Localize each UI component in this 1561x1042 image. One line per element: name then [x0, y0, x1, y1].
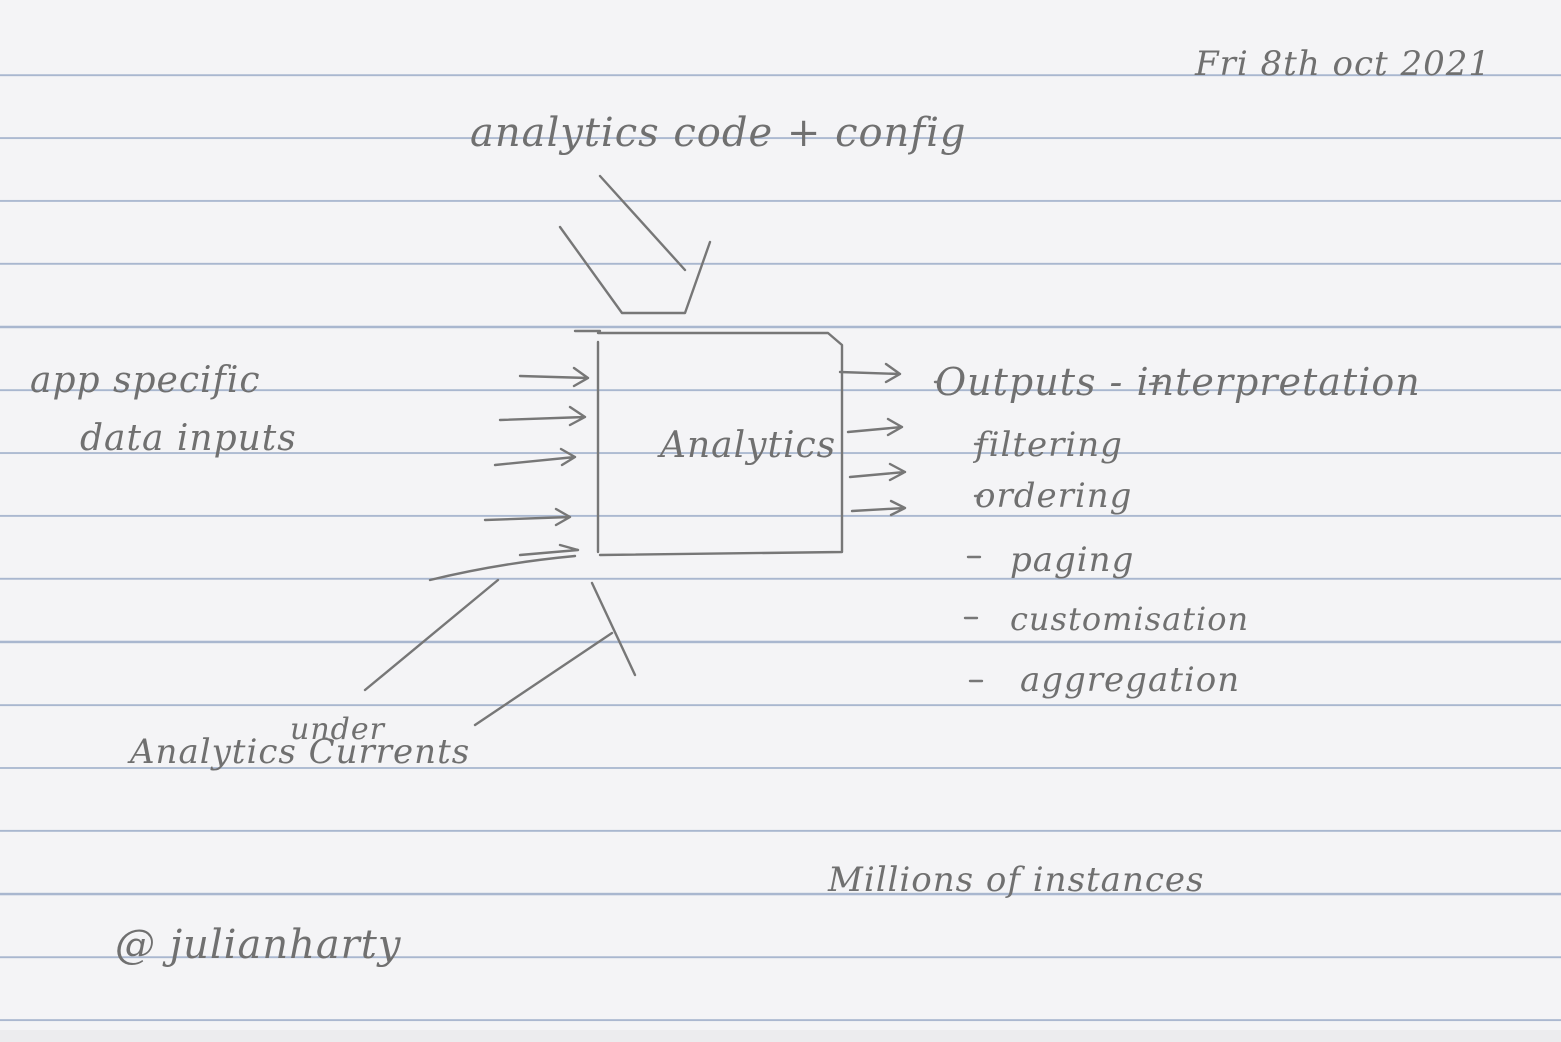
- left-input-label-line1: app specific: [30, 360, 261, 401]
- output-item-customisation: customisation: [1010, 600, 1250, 638]
- undercurrent-label-line1: under: [290, 712, 385, 747]
- outputs-heading: Outputs - interpretation: [935, 360, 1421, 404]
- output-item-aggregation: aggregation: [1020, 660, 1241, 700]
- note-label: Millions of instances: [828, 860, 1205, 900]
- input-arrows: [483, 366, 590, 557]
- output-arrow: [848, 462, 907, 482]
- output-item-ordering: ordering: [975, 476, 1133, 516]
- input-arrow: [518, 543, 580, 557]
- output-arrows: [838, 362, 907, 517]
- undercurrent-line: [473, 631, 614, 727]
- analytics-box: [596, 331, 844, 557]
- analytics-box-label: Analytics: [660, 425, 837, 466]
- input-arrow: [493, 447, 577, 467]
- input-arrow: [483, 507, 572, 527]
- undercurrent-lines: [363, 554, 637, 727]
- top-funnel-stroke: [558, 225, 712, 315]
- bullet-dash: [1148, 381, 1164, 386]
- undercurrent-label-line2: Analytics Currents: [130, 732, 471, 772]
- top-funnel-inner-stroke: [598, 174, 687, 272]
- output-arrow: [850, 499, 907, 517]
- input-arrow: [518, 366, 590, 388]
- outputs-heading-text: Outputs - interpretation: [935, 360, 1421, 404]
- author-handle: @ julianharty: [115, 922, 402, 968]
- output-item-paging: paging: [1010, 540, 1135, 580]
- undercurrent-line: [363, 578, 500, 692]
- input-arrow: [498, 405, 587, 427]
- date-label: Fri 8th oct 2021: [1195, 44, 1492, 84]
- output-item-filtering: filtering: [975, 425, 1123, 465]
- undercurrent-line: [590, 581, 637, 677]
- undercurrent-line: [428, 554, 577, 582]
- output-arrow: [846, 417, 904, 437]
- top-input-label: analytics code + config: [470, 110, 967, 156]
- left-input-label-line2: data inputs: [80, 418, 297, 459]
- card-bottom-edge: [0, 1030, 1561, 1042]
- output-arrow: [838, 362, 902, 384]
